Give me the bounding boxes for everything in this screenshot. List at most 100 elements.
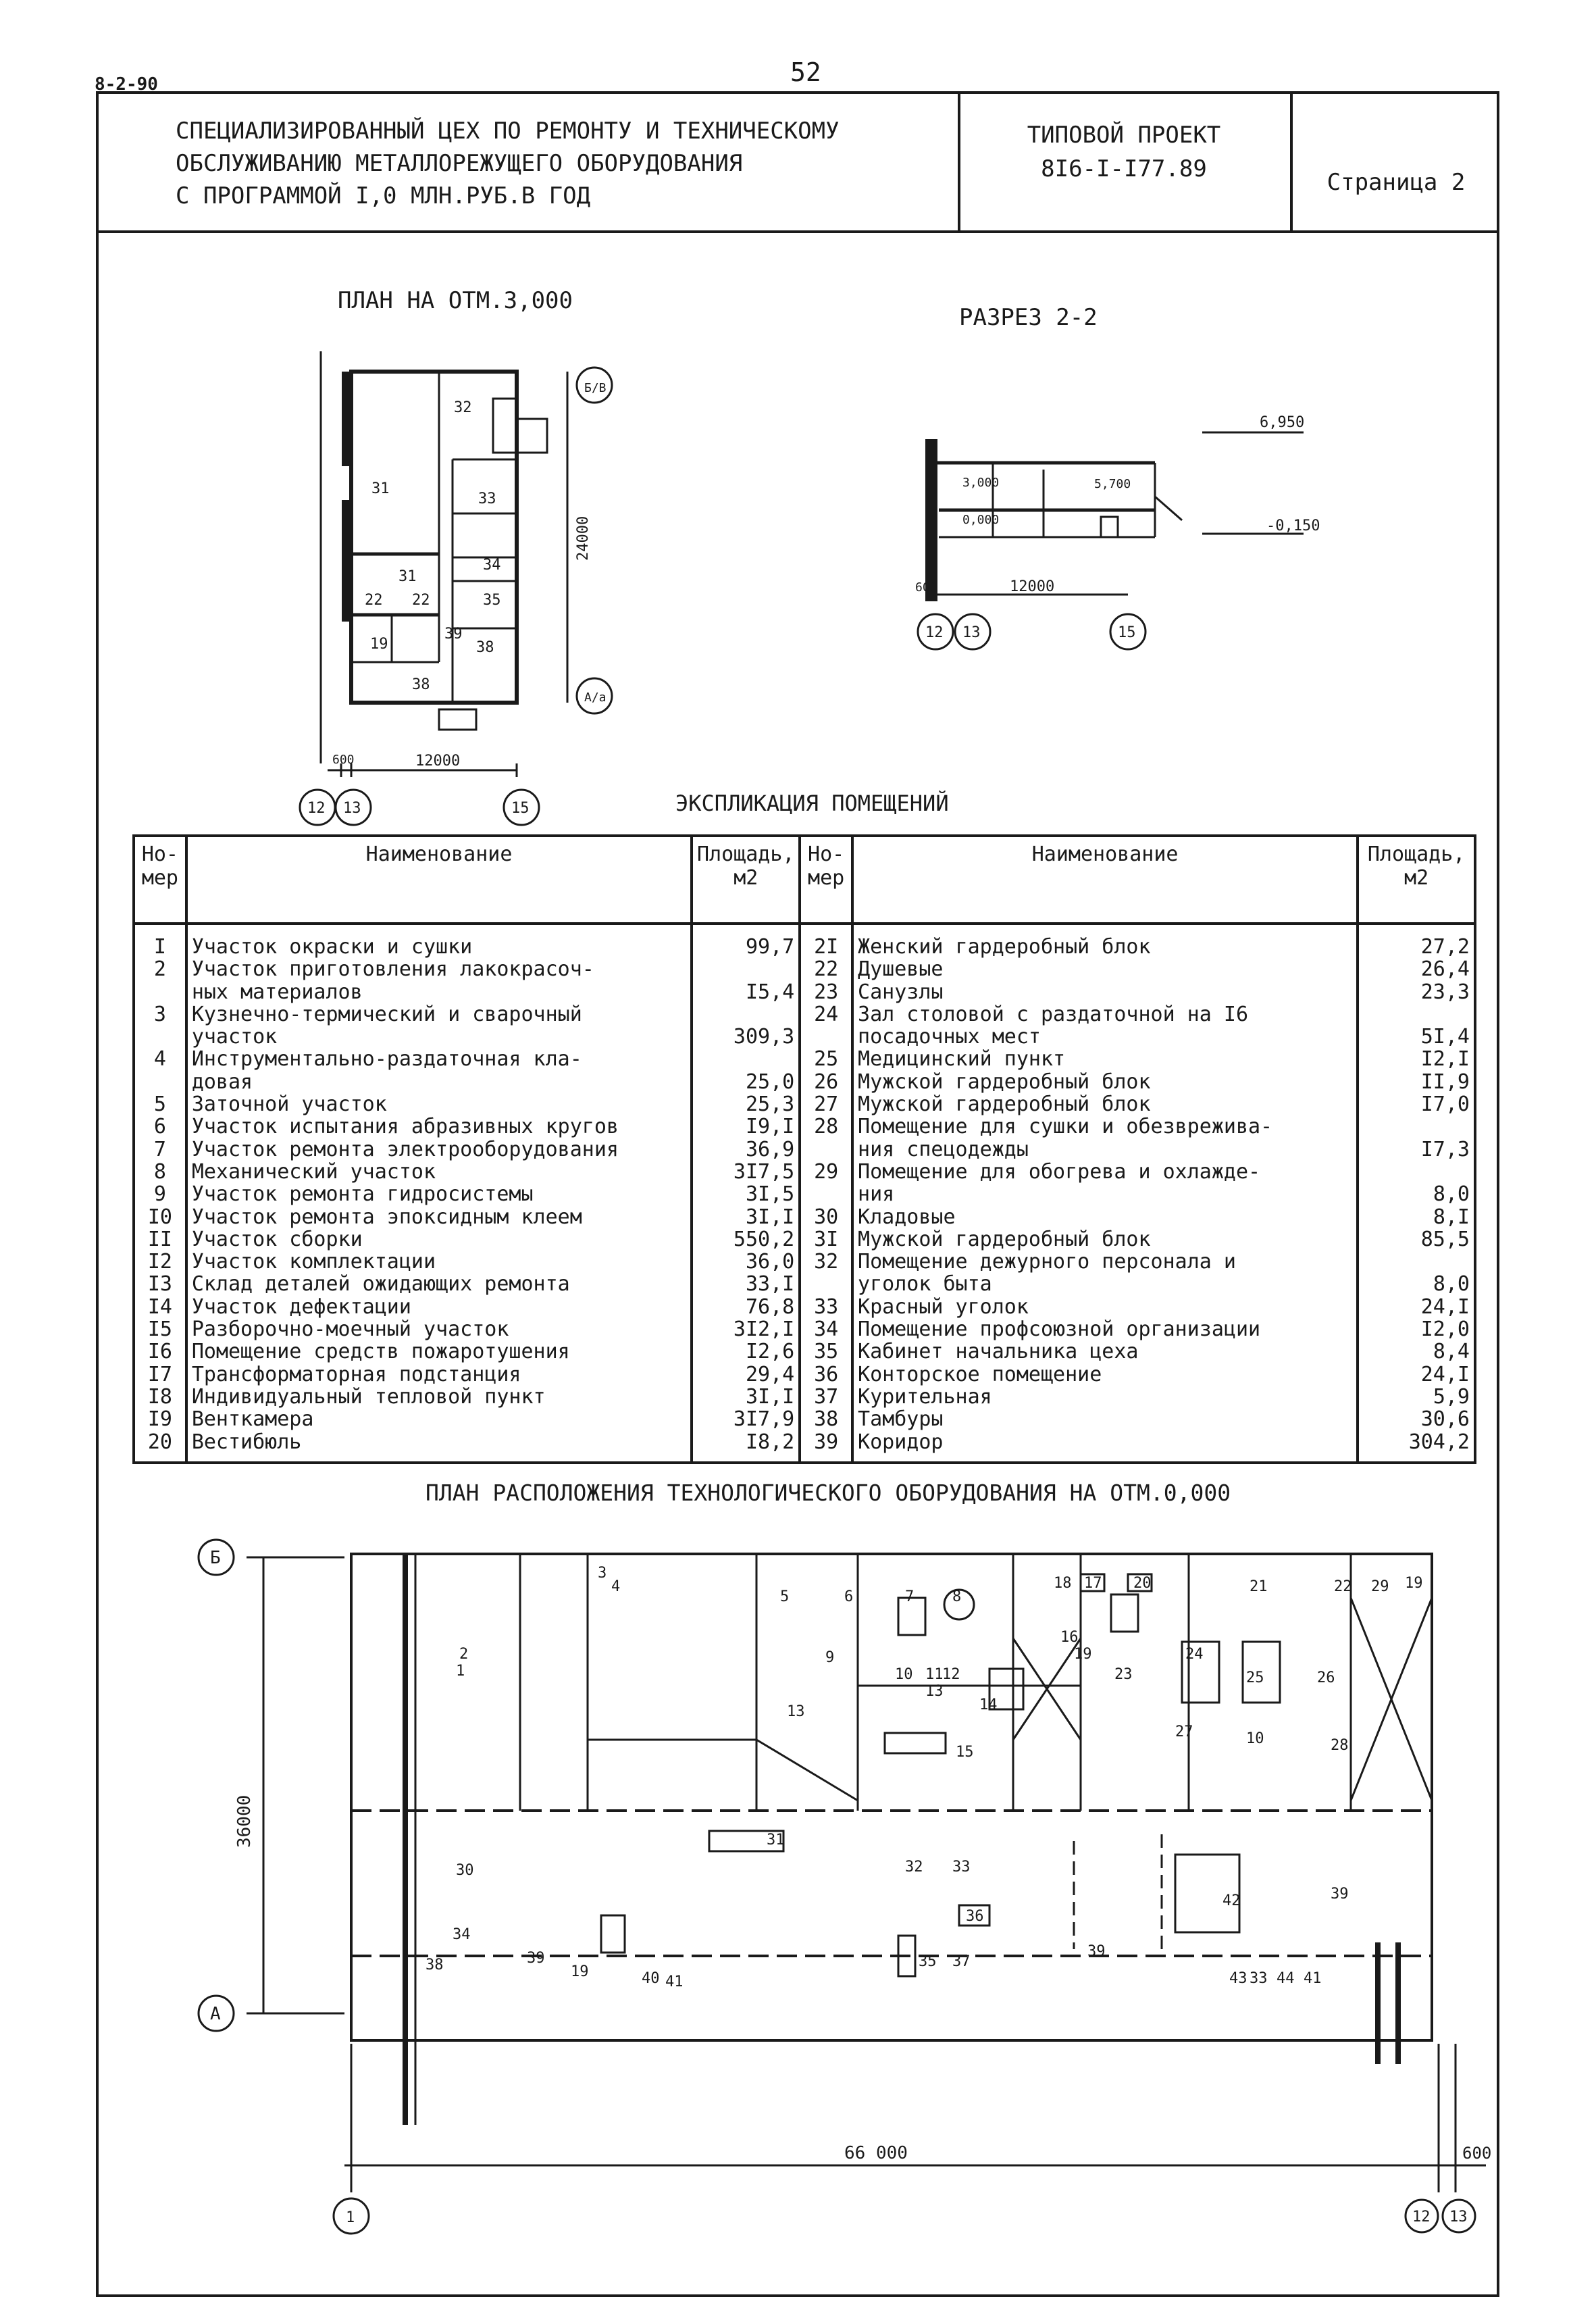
- equipment-label: 8: [952, 1588, 961, 1605]
- title-divider: [958, 94, 960, 233]
- equipment-label: 23: [1114, 1666, 1133, 1683]
- equipment-label: 5: [780, 1588, 789, 1605]
- project-label: ТИПОВОЙ ПРОЕКТ: [1027, 122, 1221, 149]
- equipment-label: 28: [1331, 1737, 1349, 1754]
- equipment-label: 9: [825, 1649, 834, 1666]
- sheet-frame: [96, 91, 1499, 2297]
- axis-1: 1: [346, 2209, 355, 2226]
- equipment-label: 34: [453, 1926, 471, 1943]
- room-label-38: 38: [412, 676, 430, 693]
- dim-width: 12000: [415, 753, 460, 770]
- equipment-label: 16: [1060, 1629, 1079, 1646]
- axis-13: 13: [1449, 2209, 1468, 2225]
- dim-600: 600: [332, 753, 355, 767]
- title-block: [96, 91, 1499, 233]
- dim-600: 600: [1462, 2144, 1491, 2163]
- equipment-label: 40: [642, 1970, 660, 1987]
- document-title: СПЕЦИАЛИЗИРОВАННЫЙ ЦЕХ ПО РЕМОНТУ И ТЕХН…: [176, 118, 840, 209]
- section-title: РАЗРЕЗ 2-2: [959, 304, 1098, 331]
- room-label-38: 38: [476, 639, 494, 656]
- room-label-33: 33: [478, 491, 496, 507]
- equipment-label: 43: [1229, 1970, 1247, 1987]
- dim-600: 600: [915, 580, 937, 595]
- equipment-label: 13: [787, 1703, 805, 1720]
- equipment-label: 11: [925, 1666, 944, 1683]
- table-row: I 2 3 4 5 6 7 8 9 I0 II I2 I3 I4 I5 I6 I…: [132, 924, 1476, 1463]
- equipment-label: 2: [459, 1646, 468, 1663]
- axis-12: 12: [307, 800, 326, 817]
- equipment-label: 21: [1250, 1578, 1268, 1595]
- level-3000: 3,000: [962, 476, 999, 490]
- header-num: Но- мер: [798, 834, 854, 925]
- equipment-label: 37: [952, 1953, 971, 1970]
- equipment-label: 4: [611, 1578, 620, 1595]
- header-area: Площадь, м2: [1356, 834, 1476, 925]
- lower-plan-title: ПЛАН РАСПОЛОЖЕНИЯ ТЕХНОЛОГИЧЕСКОГО ОБОРУ…: [426, 1480, 1231, 1506]
- dim-width: 12000: [1010, 578, 1054, 595]
- equipment-label: 1: [456, 1663, 465, 1680]
- level-5700: 5,700: [1094, 477, 1131, 491]
- project-code: 8I6-I-I77.89: [1041, 155, 1207, 182]
- axis-15: 15: [511, 800, 530, 817]
- room-label-31: 31: [371, 480, 390, 497]
- level-6950: 6,950: [1260, 414, 1304, 431]
- room-areas-left: 99,7 I5,4 309,3 25,0 25,3 I9,I 36,9 3I7,…: [690, 924, 802, 1463]
- section-drawing: 3,000 5,700 0,000 6,950 -0,150 600 12000…: [915, 414, 1320, 651]
- equipment-label: 15: [956, 1744, 974, 1761]
- equipment-layout-plan: 1 2 3 4 5 6 7 8 9 10 11 12 13 13 14 15 1…: [197, 1538, 1491, 2235]
- equipment-label: 35: [919, 1953, 937, 1970]
- room-names-right: Женский гардеробный блок Душевые Санузлы…: [851, 924, 1360, 1463]
- equipment-label: 20: [1133, 1575, 1152, 1592]
- level-0000: 0,000: [962, 513, 999, 527]
- equipment-label: 39: [1331, 1886, 1349, 1903]
- equipment-label: 36: [966, 1908, 984, 1925]
- equipment-label: 32: [905, 1859, 923, 1876]
- equipment-label: 38: [426, 1957, 444, 1973]
- equipment-label: 12: [942, 1666, 960, 1683]
- equipment-label: 19: [1405, 1575, 1423, 1592]
- room-names-left: Участок окраски и сушки Участок приготов…: [184, 924, 694, 1463]
- equipment-label: 10: [895, 1666, 913, 1683]
- room-label-34: 34: [483, 557, 501, 574]
- equipment-label: 22: [1334, 1578, 1352, 1595]
- equipment-label: 31: [767, 1832, 785, 1848]
- table-header-row: Но- мер Наименование Площадь, м2 Но- мер…: [132, 834, 1476, 925]
- equipment-label: 39: [527, 1950, 545, 1967]
- equipment-label: 41: [665, 1973, 684, 1990]
- equipment-label: 25: [1246, 1669, 1264, 1686]
- equipment-label: 7: [905, 1588, 914, 1605]
- axis-12: 12: [925, 624, 944, 641]
- equipment-label: 13: [925, 1683, 944, 1700]
- equipment-label: 10: [1246, 1730, 1264, 1747]
- room-label-39: 39: [444, 626, 463, 643]
- equipment-label: 27: [1175, 1724, 1193, 1740]
- axis-13: 13: [343, 800, 361, 817]
- room-label-22: 22: [412, 592, 430, 609]
- title-divider: [1290, 94, 1293, 233]
- room-label-32: 32: [454, 399, 472, 416]
- header-area: Площадь, м2: [690, 834, 802, 925]
- room-areas-right: 27,2 26,4 23,3 5I,4 I2,I II,9 I7,0 I7,3 …: [1356, 924, 1476, 1463]
- dim-height: 36000: [234, 1795, 255, 1848]
- equipment-label: 41: [1304, 1970, 1322, 1987]
- room-label-19: 19: [370, 636, 388, 653]
- equipment-label: 24: [1185, 1646, 1204, 1663]
- axis-15: 15: [1118, 624, 1136, 641]
- equipment-label: 33: [952, 1859, 971, 1876]
- page-label: Страница 2: [1327, 169, 1466, 196]
- axis-label: А/а: [584, 690, 607, 705]
- header-name: Наименование: [851, 834, 1360, 925]
- equipment-label: 14: [979, 1696, 998, 1713]
- equipment-label: 19: [571, 1963, 589, 1980]
- axis-12: 12: [1412, 2209, 1431, 2225]
- equipment-label: 26: [1317, 1669, 1335, 1686]
- equipment-label: 44: [1277, 1970, 1295, 1987]
- equipment-label: 29: [1371, 1578, 1389, 1595]
- axis-A: А: [210, 2004, 221, 2024]
- room-label-22: 22: [365, 592, 383, 609]
- equipment-label: 42: [1222, 1892, 1241, 1909]
- page-number: 52: [790, 57, 821, 87]
- room-numbers-left: I 2 3 4 5 6 7 8 9 I0 II I2 I3 I4 I5 I6 I…: [132, 924, 188, 1463]
- dim-width: 66 000: [844, 2143, 908, 2163]
- equipment-label: 3: [598, 1565, 607, 1582]
